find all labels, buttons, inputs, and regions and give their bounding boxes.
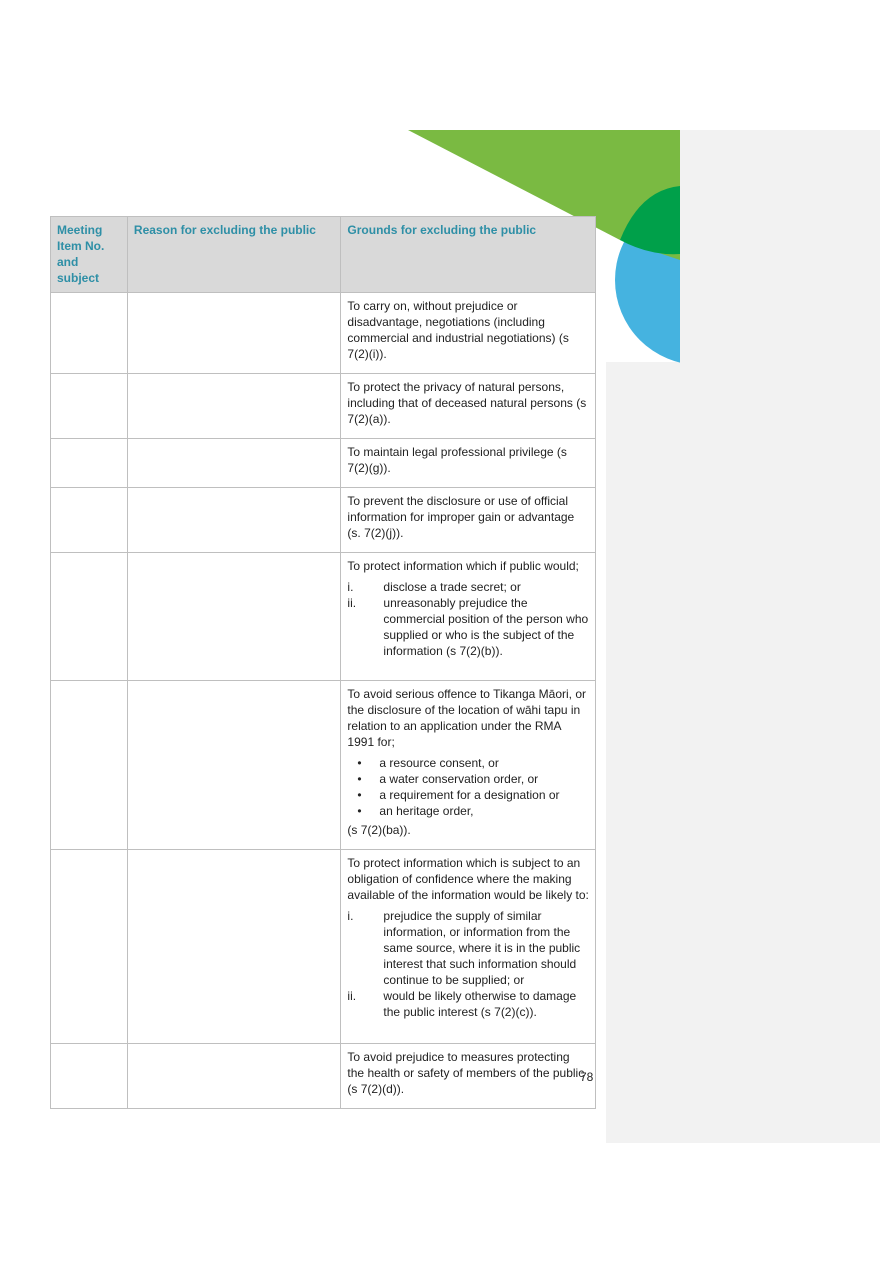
reason-cell: [126, 849, 342, 1044]
grounds-text: To maintain legal professional privilege…: [347, 445, 567, 475]
reason-cell: [126, 487, 342, 553]
grounds-text: To avoid serious offence to Tikanga Māor…: [347, 687, 586, 749]
meeting-item-cell: [50, 680, 128, 850]
grounds-cell: To protect information which if public w…: [340, 552, 596, 681]
list-item-text: a resource consent, or: [379, 756, 499, 770]
bullet-list: • a resource consent, or • a water conserva…: [357, 755, 589, 819]
list-item-text: a requirement for a designation or: [379, 788, 560, 802]
list-item-text: would be likely otherwise to damage the …: [383, 989, 577, 1019]
grounds-cell: To carry on, without prejudice or disadv…: [340, 292, 596, 374]
list-numeral: ii.: [347, 596, 357, 610]
list-item-text: an heritage order,: [379, 804, 474, 818]
grounds-cell: To avoid prejudice to measures protectin…: [340, 1043, 596, 1109]
header-grounds: Grounds for excluding the public: [340, 216, 596, 293]
header-reason: Reason for excluding the public: [126, 216, 342, 293]
reason-cell: [126, 680, 342, 850]
grounds-cell: To protect the privacy of natural person…: [340, 373, 596, 439]
bullet-icon: •: [357, 772, 362, 786]
grounds-text: To protect information which if public w…: [347, 559, 579, 573]
decorative-logo-shapes: [408, 130, 680, 363]
table-row: To avoid serious offence to Tikanga Māor…: [50, 680, 596, 850]
exclusion-grounds-table: Meeting Item No. and subject Reason for …: [50, 216, 596, 1109]
list-item: ii. unreasonably prejudice the commercial…: [347, 595, 589, 659]
reason-cell: [126, 292, 342, 374]
table-row: To protect information which if public w…: [50, 552, 596, 681]
list-item-text: disclose a trade secret; or: [383, 580, 521, 594]
reason-cell: [126, 552, 342, 681]
bullet-icon: •: [357, 788, 362, 802]
meeting-item-cell: [50, 849, 128, 1044]
roman-list: i. disclose a trade secret; or ii. unreason…: [347, 579, 589, 659]
grounds-cell: To prevent the disclosure or use of offi…: [340, 487, 596, 553]
list-numeral: i.: [347, 580, 354, 594]
table-row: To protect information which is subject …: [50, 849, 596, 1044]
table-row: To avoid prejudice to measures protectin…: [50, 1043, 596, 1109]
header-meeting-item: Meeting Item No. and subject: [50, 216, 128, 293]
meeting-item-cell: [50, 552, 128, 681]
table-row: To prevent the disclosure or use of offi…: [50, 487, 596, 553]
list-item: i. disclose a trade secret; or: [347, 579, 589, 595]
bullet-icon: •: [357, 804, 362, 818]
list-item-text: unreasonably prejudice the commercial po…: [383, 596, 589, 658]
grounds-text: To avoid prejudice to measures protectin…: [347, 1050, 585, 1096]
table-row: To protect the privacy of natural person…: [50, 373, 596, 439]
table-row: To carry on, without prejudice or disadv…: [50, 292, 596, 374]
grounds-citation: (s 7(2)(ba)).: [347, 823, 411, 837]
green-triangle-shape: [408, 130, 680, 260]
grounds-cell: To avoid serious offence to Tikanga Māor…: [340, 680, 596, 850]
dark-green-shape: [620, 186, 680, 255]
table-row: To maintain legal professional privilege…: [50, 438, 596, 488]
reason-cell: [126, 1043, 342, 1109]
list-numeral: ii.: [347, 989, 357, 1003]
bullet-icon: •: [357, 756, 362, 770]
table-header-row: Meeting Item No. and subject Reason for …: [50, 216, 596, 293]
meeting-item-cell: [50, 487, 128, 553]
roman-list: i. prejudice the supply of similar inform…: [347, 908, 589, 1020]
list-item-text: a water conservation order, or: [379, 772, 539, 786]
meeting-item-cell: [50, 1043, 128, 1109]
meeting-item-cell: [50, 373, 128, 439]
list-item: i. prejudice the supply of similar inform…: [347, 908, 589, 988]
list-item: • a resource consent, or: [357, 755, 589, 771]
list-item-text: prejudice the supply of similar informat…: [383, 909, 581, 987]
meeting-item-cell: [50, 438, 128, 488]
comment-margin: [606, 362, 880, 1143]
list-item: • a requirement for a designation or: [357, 787, 589, 803]
grounds-cell: To maintain legal professional privilege…: [340, 438, 596, 488]
reason-cell: [126, 373, 342, 439]
comment-margin-top: [680, 130, 880, 362]
page-number: 78: [580, 1070, 594, 1084]
grounds-text: To protect information which is subject …: [347, 856, 589, 902]
grounds-text: To protect the privacy of natural person…: [347, 380, 587, 426]
grounds-cell: To protect information which is subject …: [340, 849, 596, 1044]
list-numeral: i.: [347, 909, 354, 923]
grounds-text: To prevent the disclosure or use of offi…: [347, 494, 575, 540]
meeting-item-cell: [50, 292, 128, 374]
list-item: ii. would be likely otherwise to damage t…: [347, 988, 589, 1020]
reason-cell: [126, 438, 342, 488]
list-item: • a water conservation order, or: [357, 771, 589, 787]
list-item: • an heritage order,: [357, 803, 589, 819]
grounds-text: To carry on, without prejudice or disadv…: [347, 299, 569, 361]
